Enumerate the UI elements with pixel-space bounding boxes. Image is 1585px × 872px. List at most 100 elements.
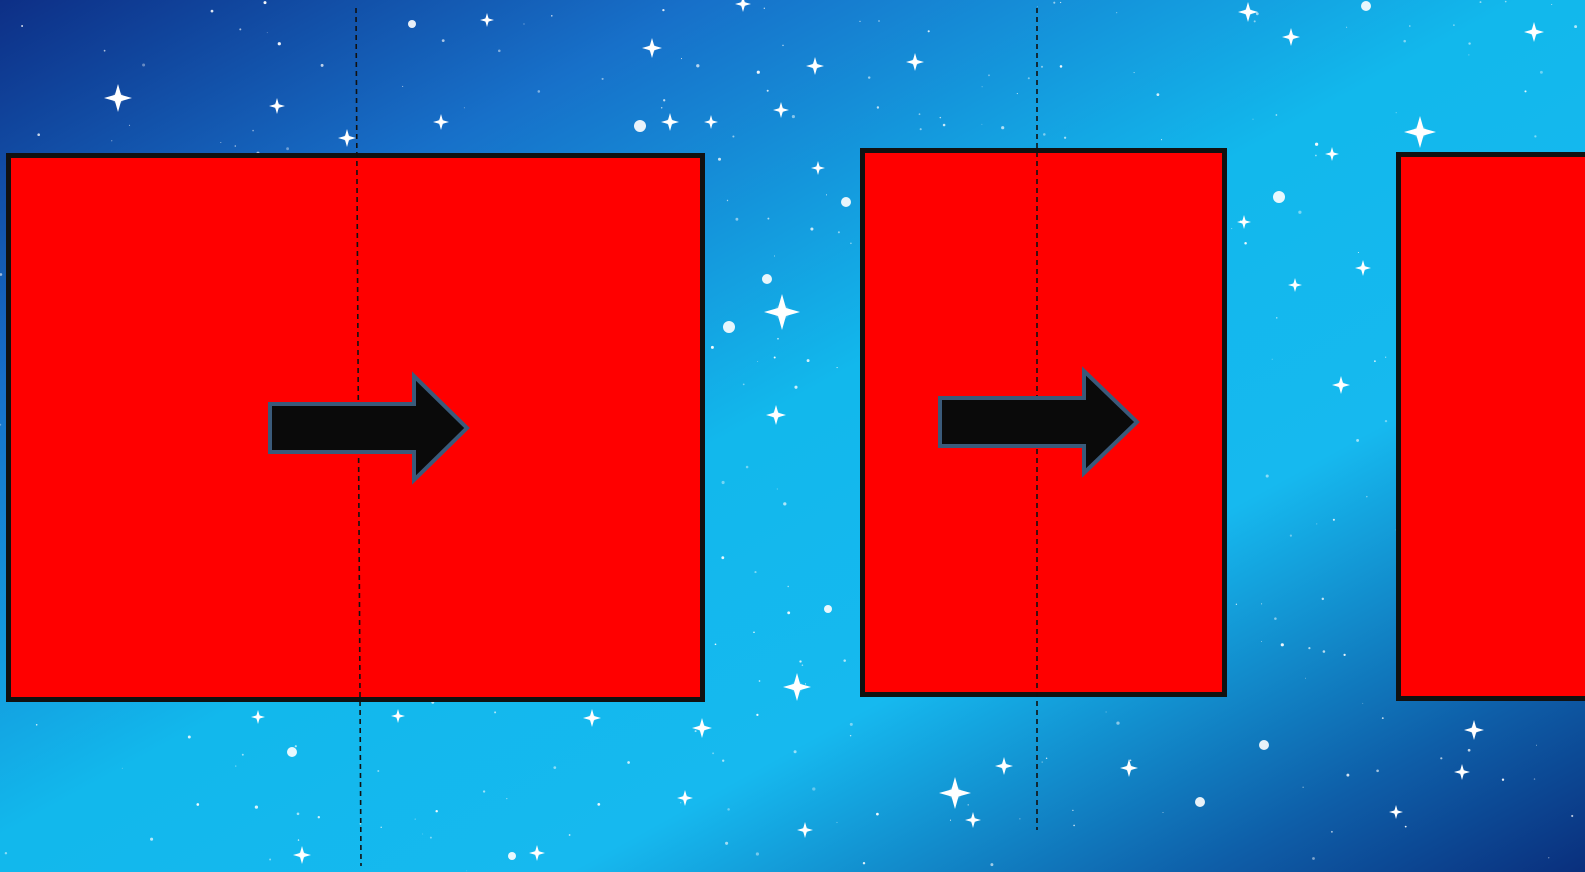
star-dot xyxy=(1574,25,1577,28)
star-dot xyxy=(826,194,827,195)
star-dot xyxy=(1028,77,1030,79)
star-dot xyxy=(722,760,724,762)
sparkle-glow xyxy=(437,118,444,125)
star-dot xyxy=(940,117,941,118)
star-dot xyxy=(843,659,846,662)
star-dot xyxy=(1505,1,1507,3)
star-dot xyxy=(1041,66,1043,68)
star-dot xyxy=(287,747,297,757)
star-dot xyxy=(754,571,756,573)
star-dot xyxy=(723,321,735,333)
star-dot xyxy=(524,24,525,25)
star-dot xyxy=(551,15,552,16)
sparkle-glow xyxy=(1329,151,1335,157)
star-dot xyxy=(920,128,922,130)
star-dot xyxy=(950,820,951,821)
star-dot xyxy=(297,812,300,815)
star-dot xyxy=(810,227,813,230)
sparkle-glow xyxy=(698,724,707,733)
star-dot xyxy=(792,115,795,118)
sparkle-glow xyxy=(911,58,919,66)
star-dot xyxy=(1244,242,1247,245)
star-dot xyxy=(787,586,788,587)
star-dot xyxy=(919,113,921,115)
star-dot xyxy=(196,803,199,806)
star-dot xyxy=(538,90,541,93)
star-dot xyxy=(1042,761,1043,762)
star-dot xyxy=(1163,812,1164,813)
star-dot xyxy=(838,231,840,233)
star-dot xyxy=(1252,119,1253,120)
sparkle-glow xyxy=(948,786,962,800)
star-dot xyxy=(188,736,191,739)
star-dot xyxy=(928,30,930,32)
sparkle-glow xyxy=(969,816,976,823)
star-dot xyxy=(877,106,879,108)
star-dot xyxy=(1396,112,1397,113)
star-dot xyxy=(1261,641,1262,642)
star-dot xyxy=(1346,27,1347,28)
star-dot xyxy=(1403,40,1406,43)
star-dot xyxy=(1551,4,1552,5)
star-dot xyxy=(783,502,786,505)
star-dot xyxy=(360,823,362,825)
star-dot xyxy=(696,64,699,67)
star-dot xyxy=(211,10,214,13)
star-dot xyxy=(1333,519,1335,521)
star-dot xyxy=(1019,818,1020,819)
star-dot xyxy=(721,556,724,559)
star-dot xyxy=(1130,760,1132,762)
star-dot xyxy=(122,768,123,769)
star-dot xyxy=(1376,769,1379,772)
star-dot xyxy=(1453,24,1455,26)
star-dot xyxy=(1356,439,1359,442)
star-dot xyxy=(264,1,267,4)
star-dot xyxy=(1534,135,1536,137)
star-dot xyxy=(380,827,381,828)
star-dot xyxy=(1358,252,1359,253)
red-block-2 xyxy=(860,148,1227,697)
star-dot xyxy=(269,859,271,861)
star-dot xyxy=(1254,20,1256,22)
sparkle-glow xyxy=(255,714,261,720)
star-dot xyxy=(1274,617,1277,620)
star-dot xyxy=(812,787,815,790)
star-dot xyxy=(483,790,485,792)
sparkle-glow xyxy=(1393,809,1399,815)
star-dot xyxy=(1156,93,1159,96)
star-dot xyxy=(1362,703,1363,704)
star-dot xyxy=(735,218,738,221)
star-dot xyxy=(142,64,145,67)
star-dot xyxy=(104,50,106,52)
sparkle-glow xyxy=(681,794,688,801)
star-dot xyxy=(1315,155,1317,157)
star-dot xyxy=(1382,717,1384,719)
sparkle-glow xyxy=(1292,282,1298,288)
star-dot xyxy=(1236,604,1237,605)
star-dot xyxy=(859,21,860,22)
sparkle-glow xyxy=(791,681,804,694)
star-dot xyxy=(661,107,663,109)
star-dot xyxy=(1502,779,1504,781)
star-dot xyxy=(1053,2,1055,4)
sparkle-glow xyxy=(273,102,280,109)
star-dot xyxy=(725,842,728,845)
star-dot xyxy=(506,798,507,799)
star-dot xyxy=(1385,420,1387,422)
star-dot xyxy=(278,42,281,45)
sparkle-glow xyxy=(811,62,819,70)
star-dot xyxy=(1305,678,1306,679)
sparkle-glow xyxy=(1244,8,1253,17)
star-dot xyxy=(235,766,236,767)
sparkle-glow xyxy=(1000,762,1008,770)
star-dot xyxy=(111,140,112,141)
star-dot xyxy=(711,346,714,349)
star-dot xyxy=(767,90,769,92)
star-dot xyxy=(990,863,993,866)
star-dot xyxy=(1134,72,1135,73)
star-dot xyxy=(1312,857,1315,860)
star-dot xyxy=(1534,778,1535,779)
star-dot xyxy=(415,818,416,819)
star-dot xyxy=(402,86,403,87)
